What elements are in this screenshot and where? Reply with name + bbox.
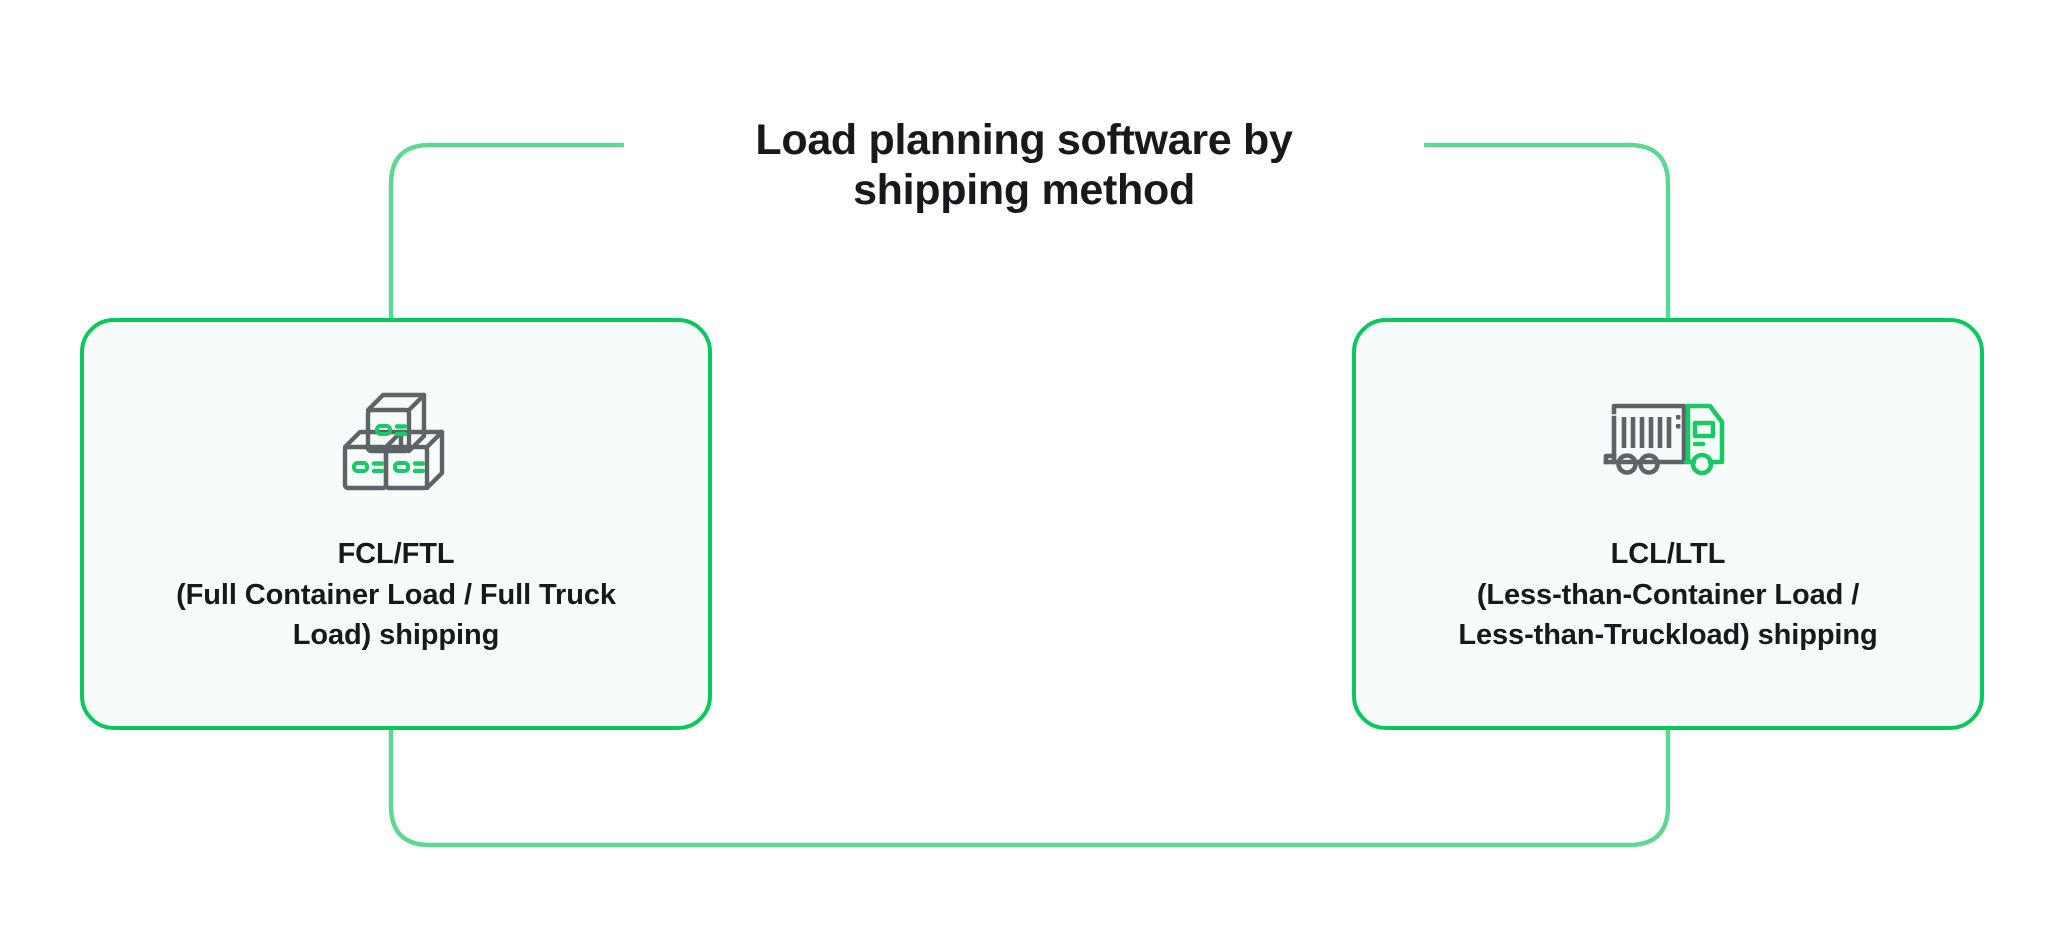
node-card-lcl-ltl[interactable]: LCL/LTL (Less-than-Container Load / Less… bbox=[1352, 318, 1984, 730]
stacked-boxes-icon bbox=[337, 384, 455, 496]
page-title: Load planning software by shipping metho… bbox=[624, 110, 1424, 222]
node-label-lcl-ltl: LCL/LTL (Less-than-Container Load / Less… bbox=[1458, 538, 1878, 652]
node-label-fcl-ftl: FCL/FTL (Full Container Load / Full Truc… bbox=[176, 538, 616, 652]
node-card-fcl-ftl[interactable]: FCL/FTL (Full Container Load / Full Truc… bbox=[80, 318, 712, 730]
box-truck-icon bbox=[1602, 384, 1734, 496]
